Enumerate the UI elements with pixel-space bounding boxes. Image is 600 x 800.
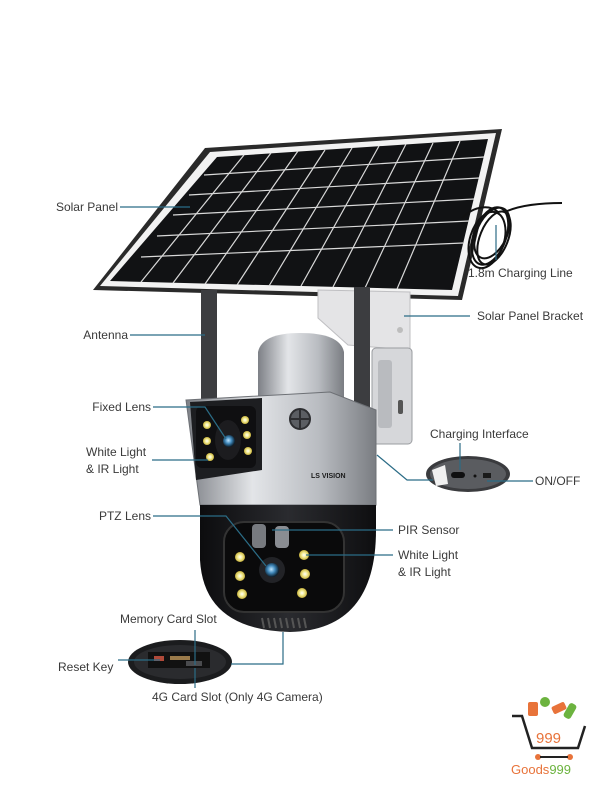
cart-number: 999 (536, 730, 561, 747)
label-memory-card-slot: Memory Card Slot (120, 612, 217, 626)
goods999-logo: 999 (512, 697, 587, 760)
camera-brand-logo: LS VISION (311, 473, 346, 480)
label-white-ir-light-top-2: & IR Light (86, 462, 139, 476)
goods999-wordmark: Goods999 (511, 762, 571, 777)
label-solar-panel-bracket: Solar Panel Bracket (477, 309, 584, 323)
camera-ptz-dome (200, 505, 376, 632)
label-reset-key: Reset Key (58, 660, 114, 674)
label-fixed-lens: Fixed Lens (92, 400, 151, 414)
label-4g-card-slot: 4G Card Slot (Only 4G Camera) (152, 690, 323, 704)
brand-prefix: Goods (511, 762, 550, 777)
label-on-off: ON/OFF (535, 474, 581, 488)
label-charging-line: 1.8m Charging Line (468, 266, 573, 280)
label-white-ir-light-top-1: White Light (86, 445, 147, 459)
label-pir-sensor: PIR Sensor (398, 523, 460, 537)
label-charging-interface: Charging Interface (430, 427, 529, 441)
charging-interface-inset (426, 456, 510, 492)
label-antenna: Antenna (83, 328, 128, 342)
memory-card-inset (128, 640, 232, 684)
callout-lines (118, 206, 533, 688)
label-ptz-lens: PTZ Lens (98, 509, 151, 523)
solar-panel (93, 129, 502, 300)
label-white-ir-light-bottom-1: White Light (398, 548, 459, 562)
label-solar-panel: Solar Panel (55, 200, 118, 214)
label-white-ir-light-bottom-2: & IR Light (398, 565, 451, 579)
antenna-left (201, 290, 217, 430)
charging-cable (461, 202, 563, 270)
brand-suffix: 999 (549, 762, 572, 777)
